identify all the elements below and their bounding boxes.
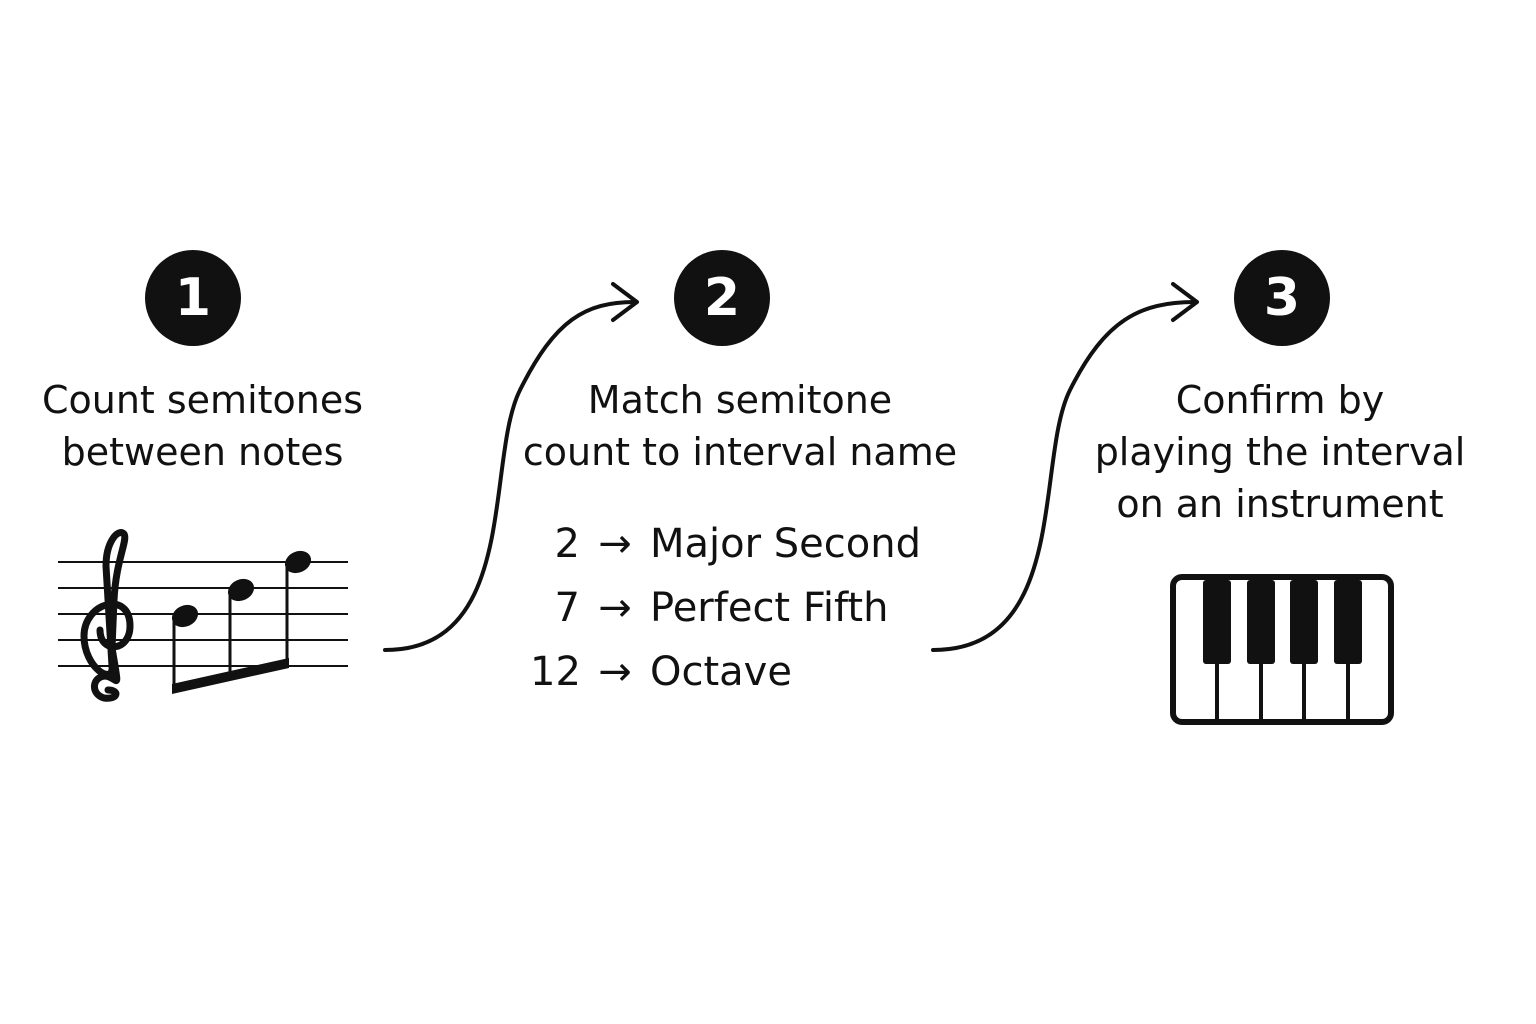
step-1-caption-line: Count semitones: [41, 378, 364, 422]
step-1-number: 1: [174, 268, 212, 328]
interval-name: Major Second: [650, 521, 921, 567]
step-3-caption: Confirm by playing the interval on an in…: [1080, 374, 1480, 530]
curved-arrow-icon: [931, 282, 1199, 652]
interval-mapping-row: 2 → Major Second: [530, 516, 921, 572]
step-2-number: 2: [703, 268, 741, 328]
mapping-arrow: →: [598, 521, 632, 567]
curved-arrow-icon: [383, 282, 639, 652]
step-3-caption-line: playing the interval: [1094, 430, 1466, 474]
step-3-caption-line: on an instrument: [1116, 482, 1444, 526]
treble-clef-icon: [80, 529, 134, 702]
step-2-caption: Match semitone count to interval name: [500, 374, 980, 478]
step-3-caption-line: Confirm by: [1175, 378, 1385, 422]
step-1-caption-line: between notes: [61, 430, 344, 474]
beamed-notes-icon: [171, 550, 312, 694]
step-3-number-badge: 3: [1234, 250, 1330, 346]
step-3-number: 3: [1263, 268, 1301, 328]
semitone-count: 2: [554, 521, 580, 567]
interval-name: Perfect Fifth: [650, 585, 889, 631]
mapping-arrow: →: [598, 649, 632, 695]
step-1-caption: Count semitones between notes: [20, 374, 385, 478]
step-2-number-badge: 2: [674, 250, 770, 346]
black-keys: [1203, 580, 1362, 664]
interval-mapping-row: 7 → Perfect Fifth: [530, 580, 889, 636]
step-2-caption-line: count to interval name: [522, 430, 958, 474]
semitone-count: 7: [554, 585, 580, 631]
interval-mapping-row: 12 → Octave: [530, 644, 792, 700]
semitone-count: 12: [530, 649, 581, 695]
step-2-caption-line: Match semitone: [587, 378, 893, 422]
mapping-arrow: →: [598, 585, 632, 631]
interval-name: Octave: [650, 649, 792, 695]
step-1-number-badge: 1: [145, 250, 241, 346]
